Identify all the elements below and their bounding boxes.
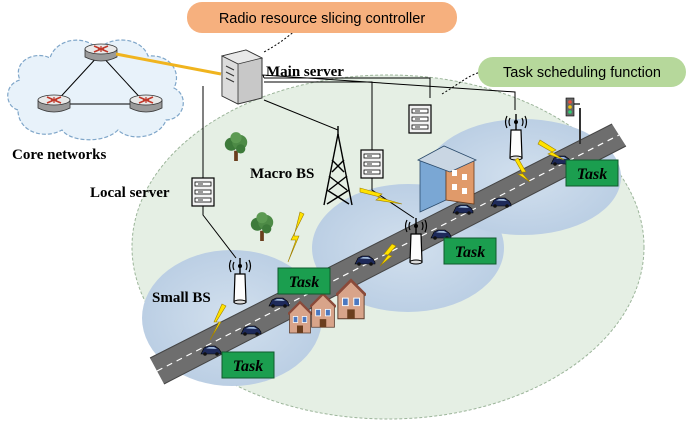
task-box: Task (565, 159, 619, 187)
server-icon (220, 49, 264, 105)
lightning-icon (209, 139, 565, 341)
traffic-light-icon (565, 97, 581, 144)
task-box: Task (277, 267, 331, 295)
task-scheduling-label: Task scheduling function (503, 65, 661, 81)
macro-bs-label: Macro BS (250, 166, 314, 182)
radio-controller-pill (187, 2, 457, 33)
task-box: Task (443, 237, 497, 265)
rack-server-icon (360, 149, 384, 179)
svg-text:Task: Task (577, 166, 608, 183)
router-icon (84, 43, 118, 62)
router-icon (37, 94, 71, 113)
tower-icon (323, 126, 353, 206)
task-scheduling-pill (478, 57, 686, 87)
svg-text:Task: Task (289, 274, 320, 291)
scheduling-pointer (441, 71, 483, 95)
rack-server-icon (408, 104, 432, 134)
svg-text:Task: Task (233, 358, 264, 375)
main-server-label: Main server (266, 64, 344, 80)
core-link (115, 52, 222, 76)
radio-controller-label: Radio resource slicing controller (219, 11, 425, 27)
svg-text:Task: Task (455, 244, 486, 261)
local-server-label: Local server (90, 185, 170, 201)
task-box: Task (221, 351, 275, 379)
router-icon (129, 94, 163, 113)
rack-server-icon (191, 177, 215, 207)
controller-pointer (263, 25, 303, 53)
cloud-icon (7, 39, 184, 141)
small-bs-label: Small BS (152, 290, 211, 306)
building-icon (417, 145, 477, 213)
core-networks-label: Core networks (12, 147, 106, 163)
